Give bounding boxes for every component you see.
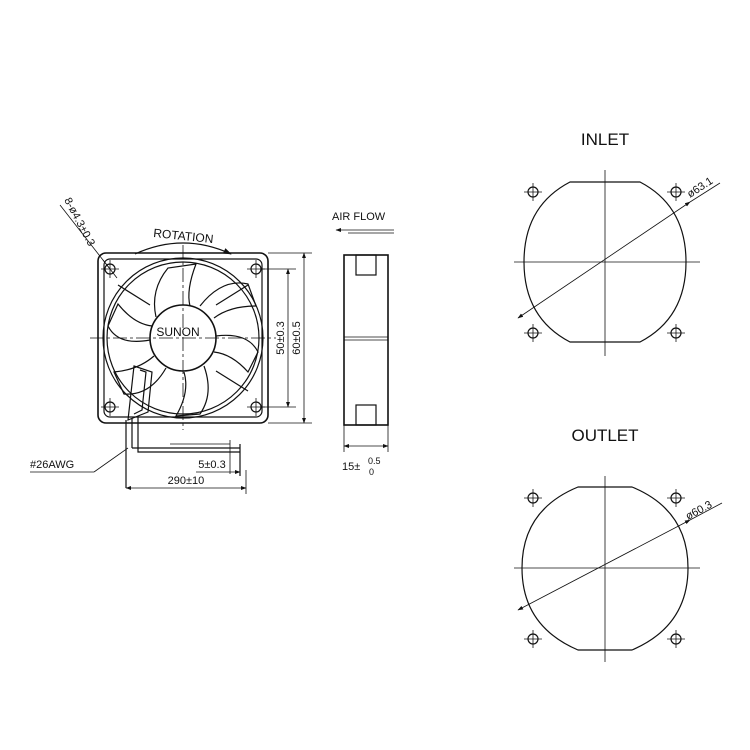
- hole-spacing-label: 50±0.3: [275, 321, 287, 355]
- front-view: SUNON ROTATION 8-ø4.3±0.3 50±0.3 60±0.5: [30, 196, 312, 494]
- thickness-label: 15±: [342, 461, 360, 473]
- outlet-title: OUTLET: [571, 426, 638, 445]
- rotation-label: ROTATION: [153, 226, 214, 246]
- outlet-diameter-label: ø60.3: [684, 499, 714, 523]
- inlet-title: INLET: [581, 130, 629, 149]
- strip-length-label: 5±0.3: [198, 459, 225, 471]
- fan-blades: [107, 263, 259, 417]
- frame-size-label: 60±0.5: [291, 321, 303, 355]
- rotation-arrow: [134, 242, 232, 255]
- wire-gauge-label: #26AWG: [30, 459, 74, 471]
- outlet-holes: [524, 489, 685, 648]
- lead-wires: [125, 416, 241, 488]
- hole-spec-label: 8-ø4.3±0.3: [61, 196, 97, 249]
- air-flow-label: AIR FLOW: [332, 211, 386, 223]
- lead-length-label: 290±10: [168, 475, 205, 487]
- inlet-holes: [524, 183, 685, 342]
- outlet-view: OUTLET ø60.3: [514, 426, 723, 662]
- inlet-diameter-label: ø63.1: [685, 175, 715, 200]
- thickness-minus: 0: [369, 467, 374, 477]
- thickness-plus: 0.5: [368, 456, 381, 466]
- brand-label: SUNON: [156, 325, 199, 339]
- side-view: AIR FLOW 15± 0.5 0: [332, 211, 394, 477]
- inlet-view: INLET ø63.1: [514, 130, 721, 356]
